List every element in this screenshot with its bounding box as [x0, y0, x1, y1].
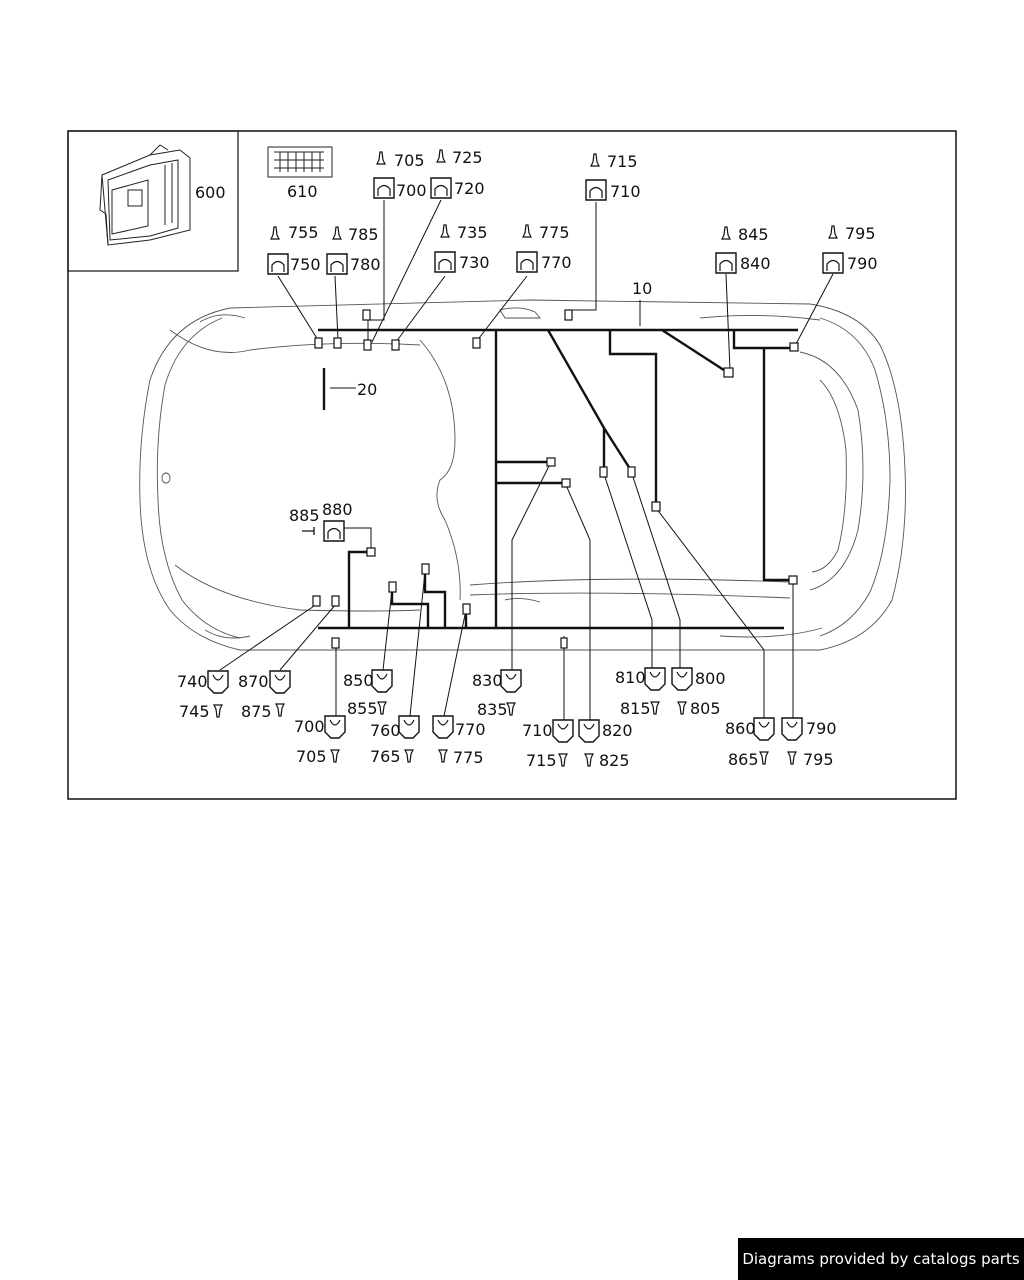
svg-text:725: 725: [452, 148, 483, 167]
svg-text:790: 790: [806, 719, 837, 738]
svg-text:795: 795: [845, 224, 876, 243]
mid-connector: 880 885: [289, 500, 353, 542]
svg-text:770: 770: [455, 720, 486, 739]
svg-text:870: 870: [238, 672, 269, 691]
svg-text:800: 800: [695, 669, 726, 688]
svg-text:710: 710: [522, 721, 553, 740]
svg-text:710: 710: [610, 182, 641, 201]
branch-harness-label: 20: [357, 380, 377, 399]
bottom-connector: 810 815: [615, 667, 666, 718]
svg-text:760: 760: [370, 721, 401, 740]
svg-text:735: 735: [457, 223, 488, 242]
attribution-footer: Diagrams provided by catalogs parts: [738, 1238, 1024, 1280]
svg-text:815: 815: [620, 699, 651, 718]
bottom-connector: 830 835: [472, 669, 522, 719]
bottom-connector: 800 805: [671, 667, 726, 718]
bottom-connector: 790 795: [781, 717, 837, 769]
top-connector: 750 755: [267, 223, 321, 275]
top-connector: 730 735: [434, 223, 490, 273]
top-connector: 770 775: [516, 223, 572, 273]
main-harness: [318, 328, 798, 630]
car-body-outline: [139, 299, 906, 651]
svg-text:755: 755: [288, 223, 319, 242]
bottom-connector: 760 765: [370, 715, 420, 766]
svg-text:865: 865: [728, 750, 759, 769]
main-harness-label: 10: [632, 279, 652, 298]
svg-text:775: 775: [539, 223, 570, 242]
bottom-connector: 860 865: [725, 717, 775, 769]
svg-text:765: 765: [370, 747, 401, 766]
svg-text:835: 835: [477, 700, 508, 719]
diagram-frame: [67, 130, 957, 800]
svg-text:860: 860: [725, 719, 756, 738]
top-connector: 700 705: [373, 151, 427, 200]
svg-text:810: 810: [615, 668, 646, 687]
svg-text:730: 730: [459, 253, 490, 272]
fusebox-icon: [267, 146, 333, 178]
svg-text:855: 855: [347, 699, 378, 718]
svg-text:790: 790: [847, 254, 878, 273]
svg-text:780: 780: [350, 255, 381, 274]
svg-text:775: 775: [453, 748, 484, 767]
svg-text:785: 785: [348, 225, 379, 244]
bottom-connector: 870 875: [238, 670, 291, 721]
svg-text:845: 845: [738, 225, 769, 244]
svg-text:795: 795: [803, 750, 834, 769]
top-connector: 710 715: [585, 152, 641, 201]
svg-text:885: 885: [289, 506, 320, 525]
svg-text:875: 875: [241, 702, 272, 721]
svg-text:825: 825: [599, 751, 630, 770]
svg-text:715: 715: [526, 751, 557, 770]
svg-text:850: 850: [343, 671, 374, 690]
svg-text:805: 805: [690, 699, 721, 718]
svg-text:745: 745: [179, 702, 210, 721]
svg-text:750: 750: [290, 255, 321, 274]
svg-text:740: 740: [177, 672, 208, 691]
harness-junctions: [312, 309, 799, 649]
top-connector: 720 725: [430, 148, 485, 199]
svg-text:700: 700: [396, 181, 427, 200]
svg-text:770: 770: [541, 253, 572, 272]
top-connector: 790 795: [822, 224, 878, 274]
bottom-connector: 770 775: [432, 715, 486, 767]
top-connector: 840 845: [715, 225, 771, 274]
svg-text:715: 715: [607, 152, 638, 171]
svg-text:705: 705: [296, 747, 327, 766]
leader-wires: [219, 199, 834, 720]
svg-text:880: 880: [322, 500, 353, 519]
svg-text:700: 700: [294, 717, 325, 736]
svg-text:720: 720: [454, 179, 485, 198]
bottom-connector: 700 705: [294, 715, 346, 766]
bottom-connector: 740 745: [177, 670, 229, 721]
svg-text:705: 705: [394, 151, 425, 170]
svg-text:840: 840: [740, 254, 771, 273]
top-connector: 780 785: [326, 225, 381, 275]
bottom-connector: 850 855: [343, 669, 393, 718]
bottom-connector: 710 715: [522, 719, 574, 770]
module-label: 600: [195, 183, 226, 202]
bottom-connector: 820 825: [578, 719, 633, 770]
inset-box: [67, 130, 239, 272]
svg-text:830: 830: [472, 671, 503, 690]
svg-text:820: 820: [602, 721, 633, 740]
fusebox-label: 610: [287, 182, 318, 201]
control-module-icon: [99, 144, 191, 246]
